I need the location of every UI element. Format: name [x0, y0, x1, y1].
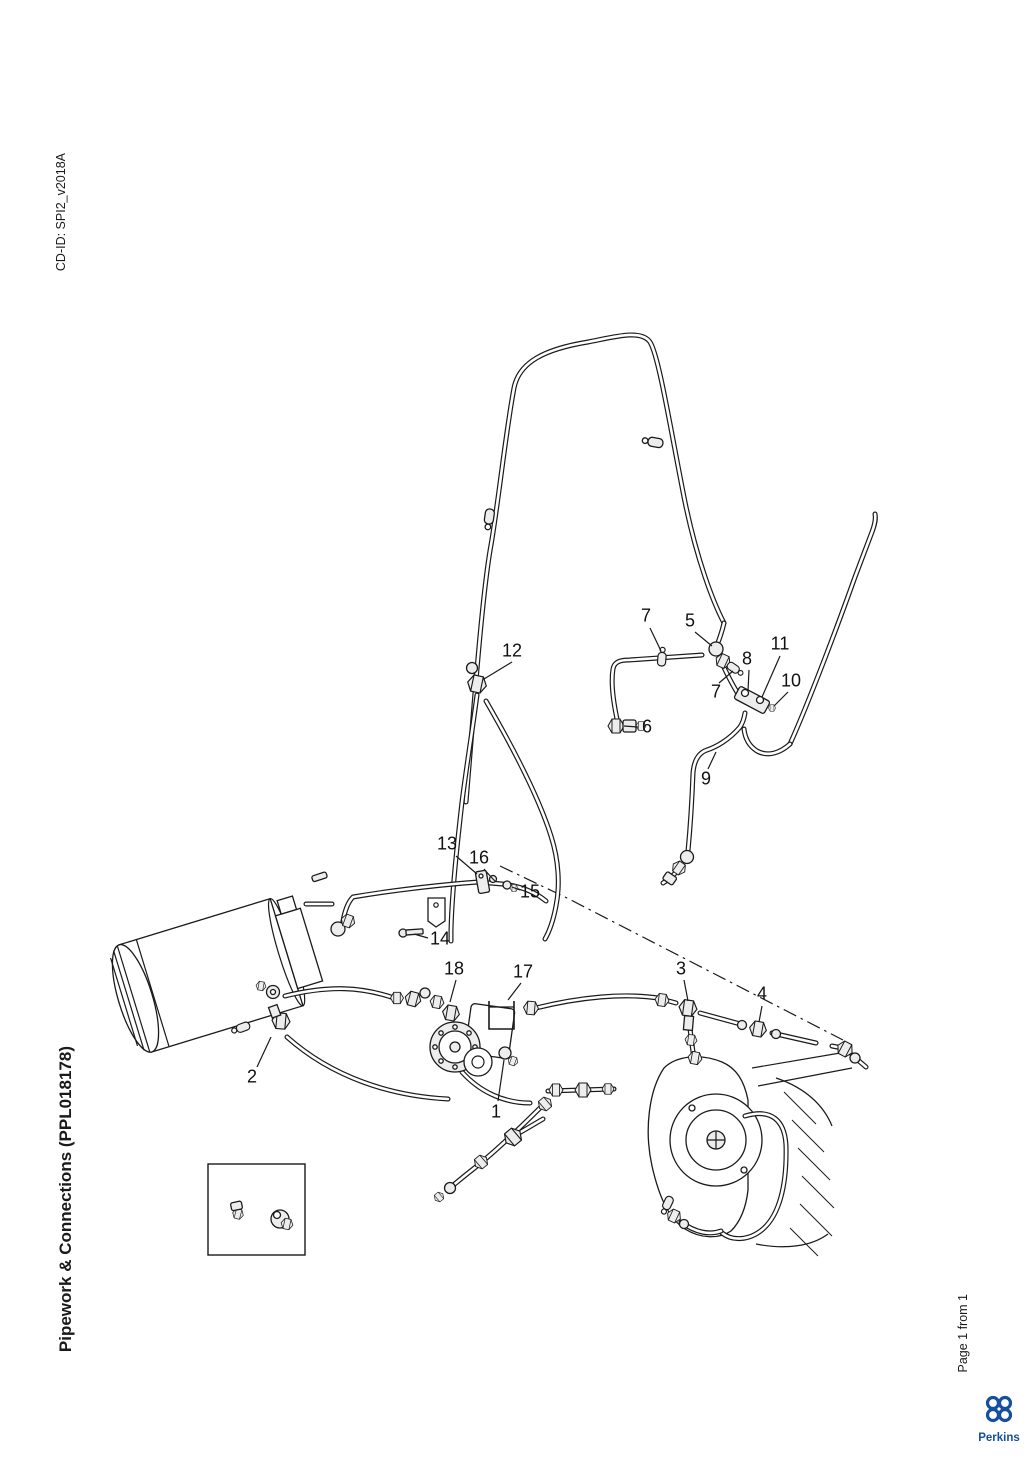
perkins-logo-icon — [985, 1395, 1013, 1423]
callout-18: 18 — [443, 958, 465, 979]
callout-4: 4 — [756, 983, 768, 1004]
leader-lines — [256, 627, 789, 1102]
callout-1: 1 — [490, 1101, 502, 1122]
callout-9: 9 — [700, 768, 712, 789]
callout-5: 5 — [684, 610, 696, 631]
engine-block-hatching — [751, 1051, 853, 1257]
callout-10: 10 — [780, 670, 802, 691]
callout-7: 7 — [640, 605, 652, 626]
brand-name: Perkins — [978, 1432, 1020, 1444]
callout-17: 17 — [512, 961, 534, 982]
callout-13: 13 — [436, 833, 458, 854]
callout-14: 14 — [429, 928, 451, 949]
brand-block: Perkins — [968, 1392, 1030, 1444]
fittings — [229, 435, 861, 1230]
dash-dot-line — [499, 865, 844, 1041]
fuel-injection-pump — [390, 987, 540, 1077]
callout-8: 8 — [741, 648, 753, 669]
fuel-filter-canister — [109, 895, 324, 1053]
callout-3: 3 — [675, 958, 687, 979]
callout-11: 11 — [770, 633, 790, 654]
callout-12: 12 — [501, 640, 523, 661]
callout-2: 2 — [246, 1066, 258, 1087]
water-pump — [647, 1056, 763, 1238]
callout-16: 16 — [468, 847, 490, 868]
pipe-bracket — [488, 1001, 515, 1030]
callout-7: 7 — [710, 681, 722, 702]
legend-box — [207, 1163, 306, 1256]
callout-6: 6 — [641, 716, 653, 737]
callout-15: 15 — [519, 881, 541, 902]
